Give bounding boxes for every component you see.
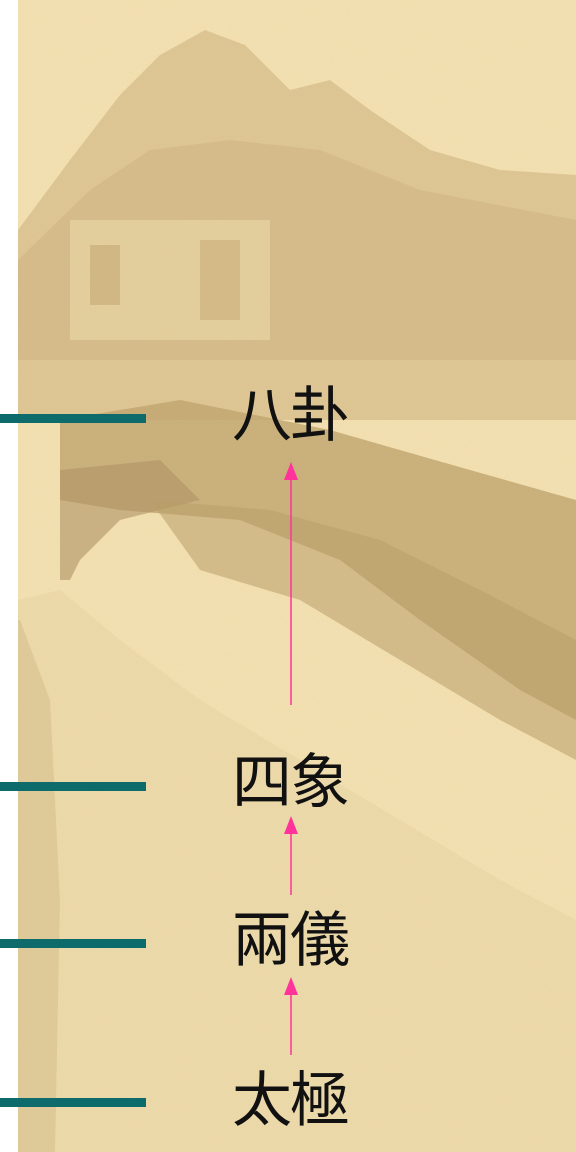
arrowhead-bagua-icon (284, 462, 298, 480)
label-liangyi: 兩儀 (232, 906, 350, 976)
arrowhead-sixiang-icon (284, 816, 298, 834)
stage-bar-bagua (0, 414, 146, 423)
arrowhead-liangyi-icon (284, 977, 298, 995)
label-sixiang: 四象 (232, 748, 350, 818)
stage-bar-sixiang (0, 782, 146, 791)
stage-bar-liangyi (0, 939, 146, 948)
label-taiji: 太極 (232, 1066, 350, 1136)
stage-bar-taiji (0, 1098, 146, 1107)
label-bagua: 八卦 (232, 381, 350, 451)
